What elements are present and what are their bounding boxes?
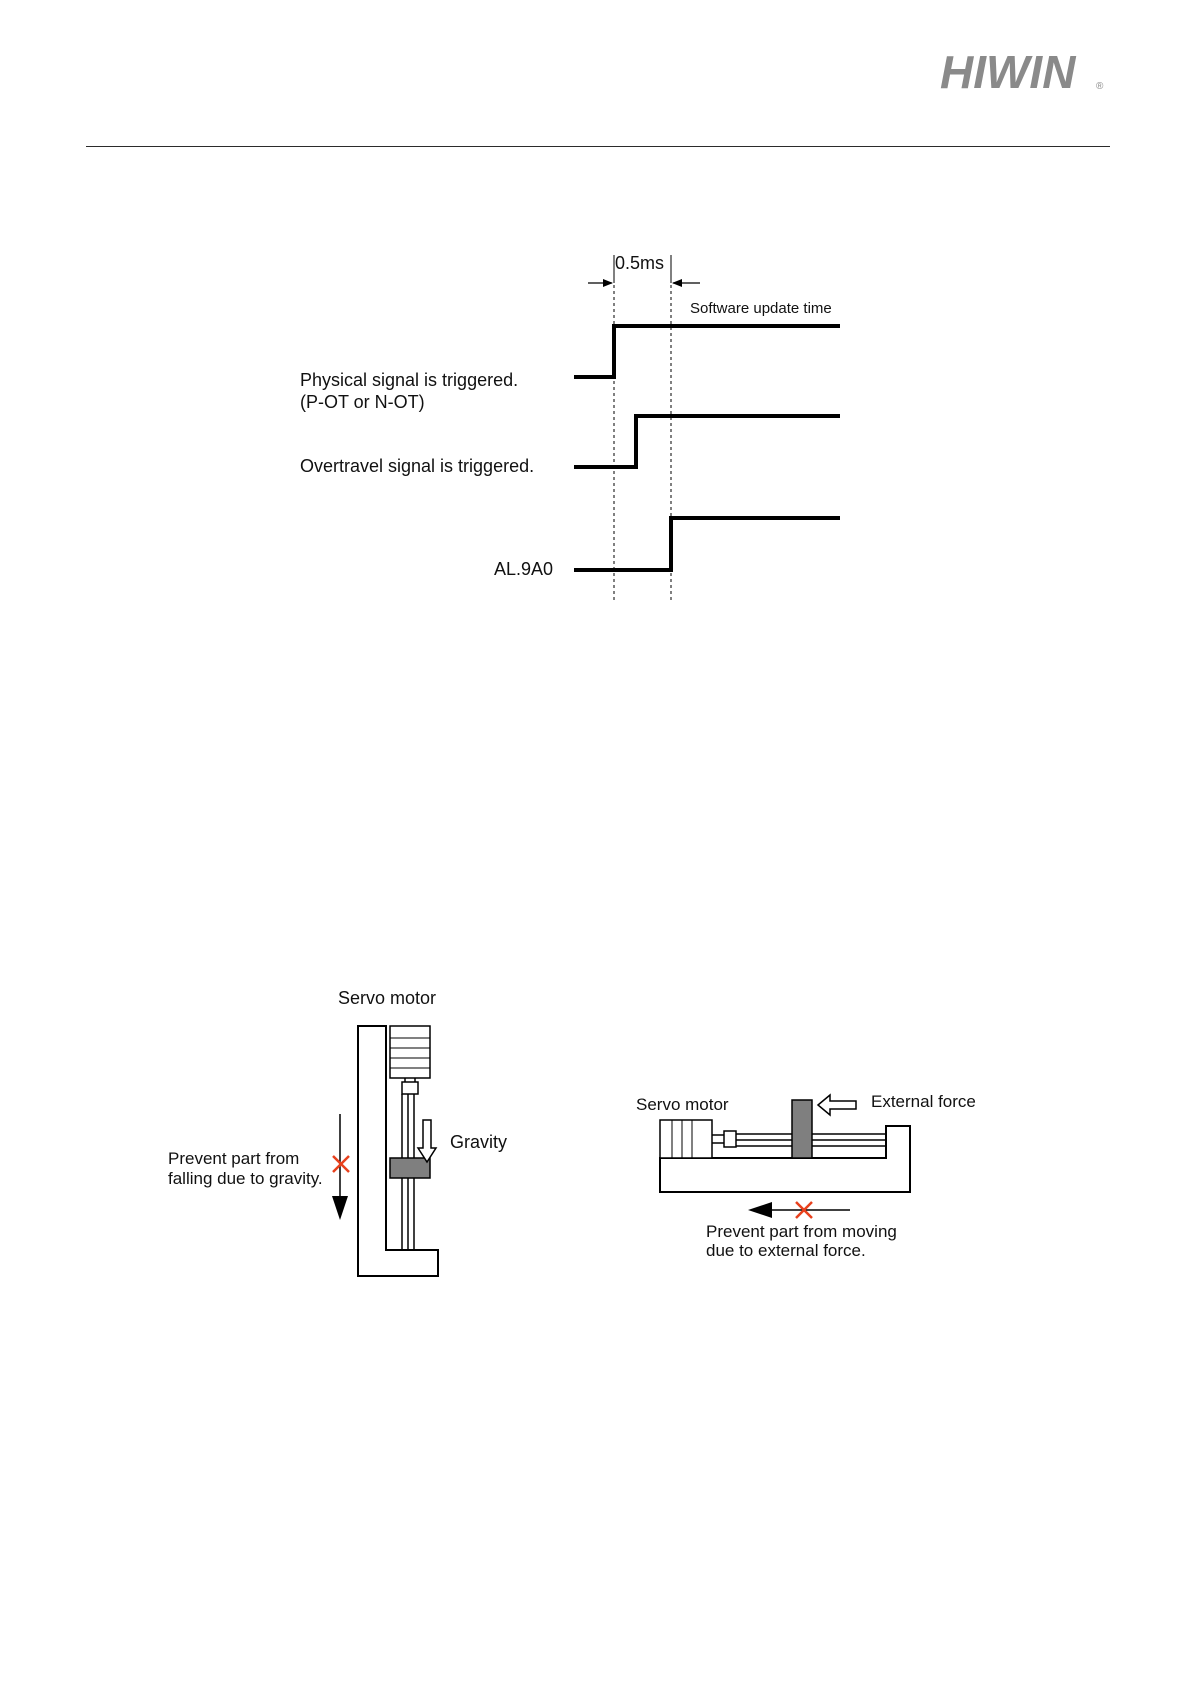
vertical-servo-motor-label: Servo motor [338,988,436,1008]
interval-label: 0.5ms [615,253,664,273]
alarm-signal-label: AL.9A0 [494,559,553,579]
external-force-label: External force [871,1092,976,1111]
moving-arrow-head [748,1202,772,1218]
horizontal-servo-motor [660,1120,712,1158]
interval-arrow-right-head [672,279,682,287]
update-time-label: Software update time [690,300,832,317]
timing-diagram: 0.5ms Software update time Physical sign… [0,0,1191,640]
horizontal-axis-figure: Servo motor External force Prevent part … [0,1060,1191,1280]
physical-signal-waveform [574,326,840,377]
physical-signal-sublabel: (P-OT or N-OT) [300,392,425,412]
external-force-arrow [818,1095,856,1115]
horizontal-carriage [792,1100,812,1158]
horizontal-prevent-label: Prevent part from moving [706,1222,897,1241]
horizontal-coupling [724,1131,736,1147]
physical-signal-label: Physical signal is triggered. [300,370,518,390]
horizontal-servo-motor-label: Servo motor [636,1095,729,1114]
overtravel-signal-label: Overtravel signal is triggered. [300,456,534,476]
horizontal-prevent-sublabel: due to external force. [706,1241,866,1260]
interval-arrow-left-head [603,279,613,287]
